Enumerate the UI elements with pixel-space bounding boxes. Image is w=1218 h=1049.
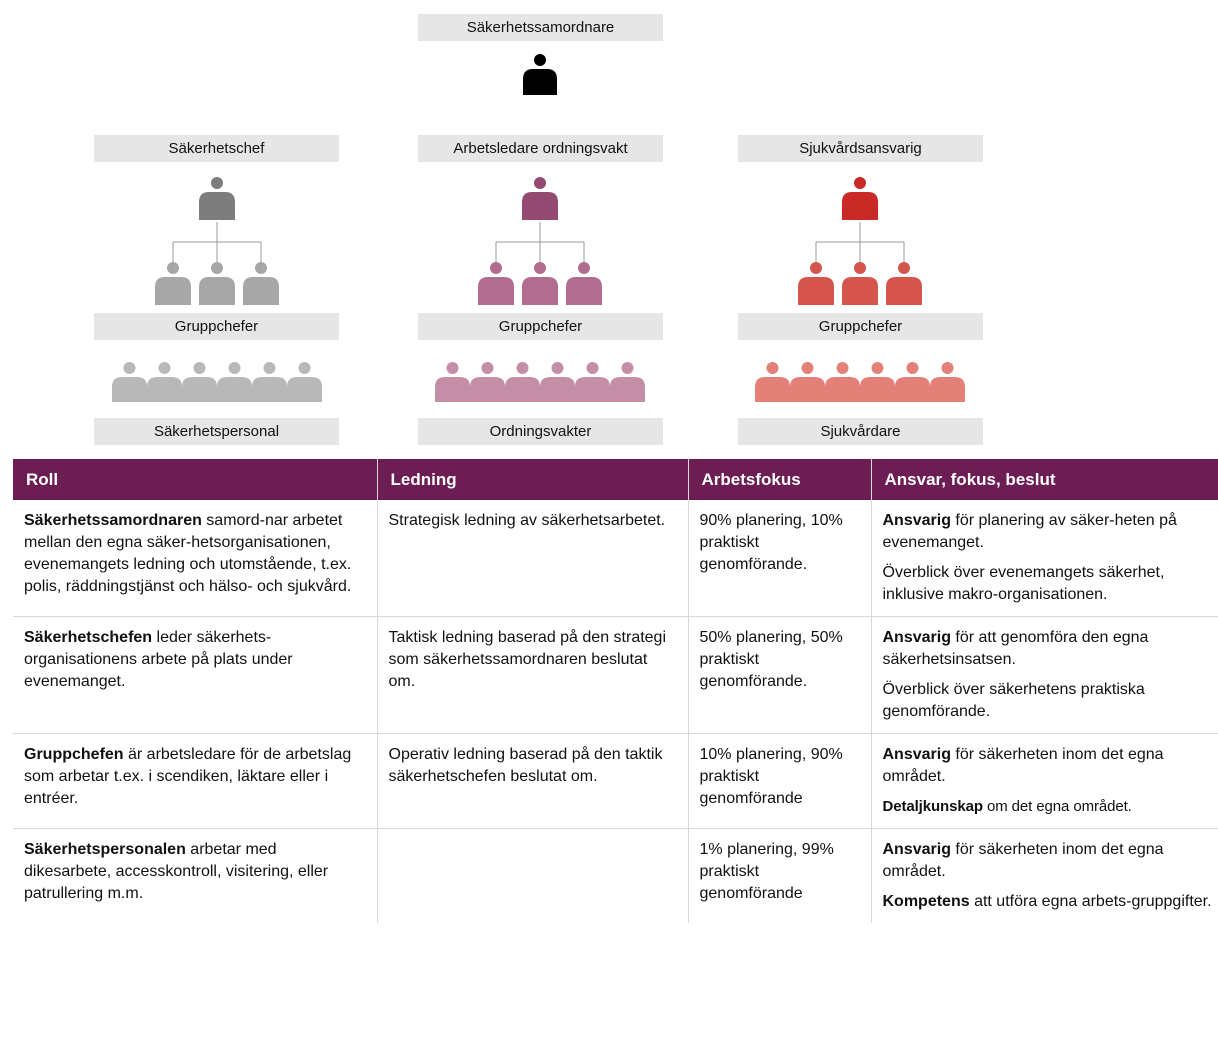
branch-3-group-label: Gruppchefer [738,313,983,340]
staff-person-icon [470,362,505,402]
table-header-row: Roll Ledning Arbetsfokus Ansvar, fokus, … [13,459,1218,500]
fokus-cell: 1% planering, 99% praktiskt genomförande [688,828,872,923]
staff-person-icon [575,362,610,402]
role-cell: Säkerhetschefen leder säkerhets-organisa… [13,616,378,734]
extra-text: om det egna området. [982,798,1132,815]
ansvar-cell: Ansvarig för säkerheten inom det egna om… [871,829,1218,924]
ledning-cell: Operativ ledning baserad på den taktik s… [377,733,689,829]
role-description: är arbetsledare för de arbetslag som arb… [24,746,352,807]
ansvar-text: för att genomföra den egna säkerhetsinsa… [882,629,1149,668]
branch-2-head-label: Arbetsledare ordningsvakt [418,135,663,162]
ansvar-text: för säkerheten inom det egna området. [882,746,1164,785]
staff-person-icon [860,362,895,402]
staff-person-icon [287,362,322,402]
staff-person-icon [217,362,252,402]
branch-1-group-label: Gruppchefer [94,313,339,340]
branch-3-staff-label: Sjukvårdare [738,418,983,445]
extra-text: Överblick över säkerhetens praktiska gen… [882,681,1145,720]
ansvar-cell: Ansvarig för säkerheten inom det egna om… [871,733,1218,829]
staff-person-icon [505,362,540,402]
role-cell: Säkerhetssamordnaren samord-nar arbetet … [13,500,378,617]
branch-1-head-icon [199,177,235,220]
group-chief-icon [886,262,922,305]
table-row: Säkerhetschefen leder säkerhets-organisa… [13,616,1218,734]
group-chief-icon [798,262,834,305]
extra-bold: Kompetens [882,893,970,910]
branch-3-head-label: Sjukvårdsansvarig [738,135,983,162]
ansvar-bold: Ansvarig [882,512,951,529]
group-chief-icon [842,262,878,305]
ledning-cell: Strategisk ledning av säkerhetsarbetet. [377,500,689,617]
header-ansvar: Ansvar, fokus, beslut [871,459,1218,500]
fokus-cell: 90% planering, 10% praktiskt genomförand… [688,500,872,617]
role-name: Säkerhetssamordnaren [24,512,202,529]
header-arbetsfokus: Arbetsfokus [688,459,872,500]
branch-2-group-label: Gruppchefer [418,313,663,340]
role-name: Säkerhetschefen [24,629,153,646]
extra-text: att utföra egna arbets-gruppgifter. [969,893,1212,910]
top-role-label: Säkerhetssamordnare [418,14,663,41]
extra-text: Överblick över evenemangets säkerhet, in… [882,564,1165,603]
branch-1-staff-label: Säkerhetspersonal [94,418,339,445]
fokus-cell: 10% planering, 90% praktiskt genomförand… [688,733,872,829]
staff-person-icon [610,362,645,402]
group-chief-icon [478,262,514,305]
branch-2-head-icon [522,177,558,220]
branch-3-head-icon [842,177,878,220]
ledning-cell [377,828,689,923]
staff-person-icon [790,362,825,402]
staff-person-icon [540,362,575,402]
staff-person-icon [182,362,217,402]
staff-person-icon [147,362,182,402]
role-cell: Gruppchefen är arbetsledare för de arbet… [13,733,378,829]
group-chief-icon [522,262,558,305]
role-name: Gruppchefen [24,746,124,763]
ansvar-text: för säkerheten inom det egna området. [882,841,1164,880]
role-description: arbetar med dikesarbete, accesskontroll,… [24,841,329,902]
ansvar-bold: Ansvarig [882,746,951,763]
role-name: Säkerhetspersonalen [24,841,186,858]
roles-table: Roll Ledning Arbetsfokus Ansvar, fokus, … [13,459,1218,923]
ansvar-cell: Ansvarig för planering av säker-heten på… [871,500,1218,617]
role-cell: Säkerhetspersonalen arbetar med dikesarb… [13,828,378,923]
staff-person-icon [825,362,860,402]
ansvar-text: för planering av säker-heten på eveneman… [882,512,1177,551]
staff-person-icon [895,362,930,402]
branch-2-staff-label: Ordningsvakter [418,418,663,445]
role-description: samord-nar arbetet mellan den egna säker… [24,512,352,595]
staff-person-icon [112,362,147,402]
group-chief-icon [243,262,279,305]
role-description: leder säkerhets-organisationens arbete p… [24,629,293,690]
table-row: Gruppchefen är arbetsledare för de arbet… [13,733,1218,829]
staff-person-icon [755,362,790,402]
ansvar-bold: Ansvarig [882,629,951,646]
fokus-cell: 50% planering, 50% praktiskt genomförand… [688,616,872,734]
top-person-icon [523,54,557,95]
staff-person-icon [930,362,965,402]
table-row: Säkerhetspersonalen arbetar med dikesarb… [13,828,1218,924]
group-chief-icon [566,262,602,305]
header-roll: Roll [13,459,378,500]
group-chief-icon [155,262,191,305]
header-ledning: Ledning [377,459,689,500]
group-chief-icon [199,262,235,305]
org-chart [112,54,965,402]
ledning-cell: Taktisk ledning baserad på den strategi … [377,616,689,734]
ansvar-bold: Ansvarig [882,841,951,858]
staff-person-icon [252,362,287,402]
extra-bold: Detaljkunskap [882,798,984,815]
branch-1-head-label: Säkerhetschef [94,135,339,162]
ansvar-cell: Ansvarig för att genomföra den egna säke… [871,616,1218,734]
staff-person-icon [435,362,470,402]
table-row: Säkerhetssamordnaren samord-nar arbetet … [13,500,1218,617]
